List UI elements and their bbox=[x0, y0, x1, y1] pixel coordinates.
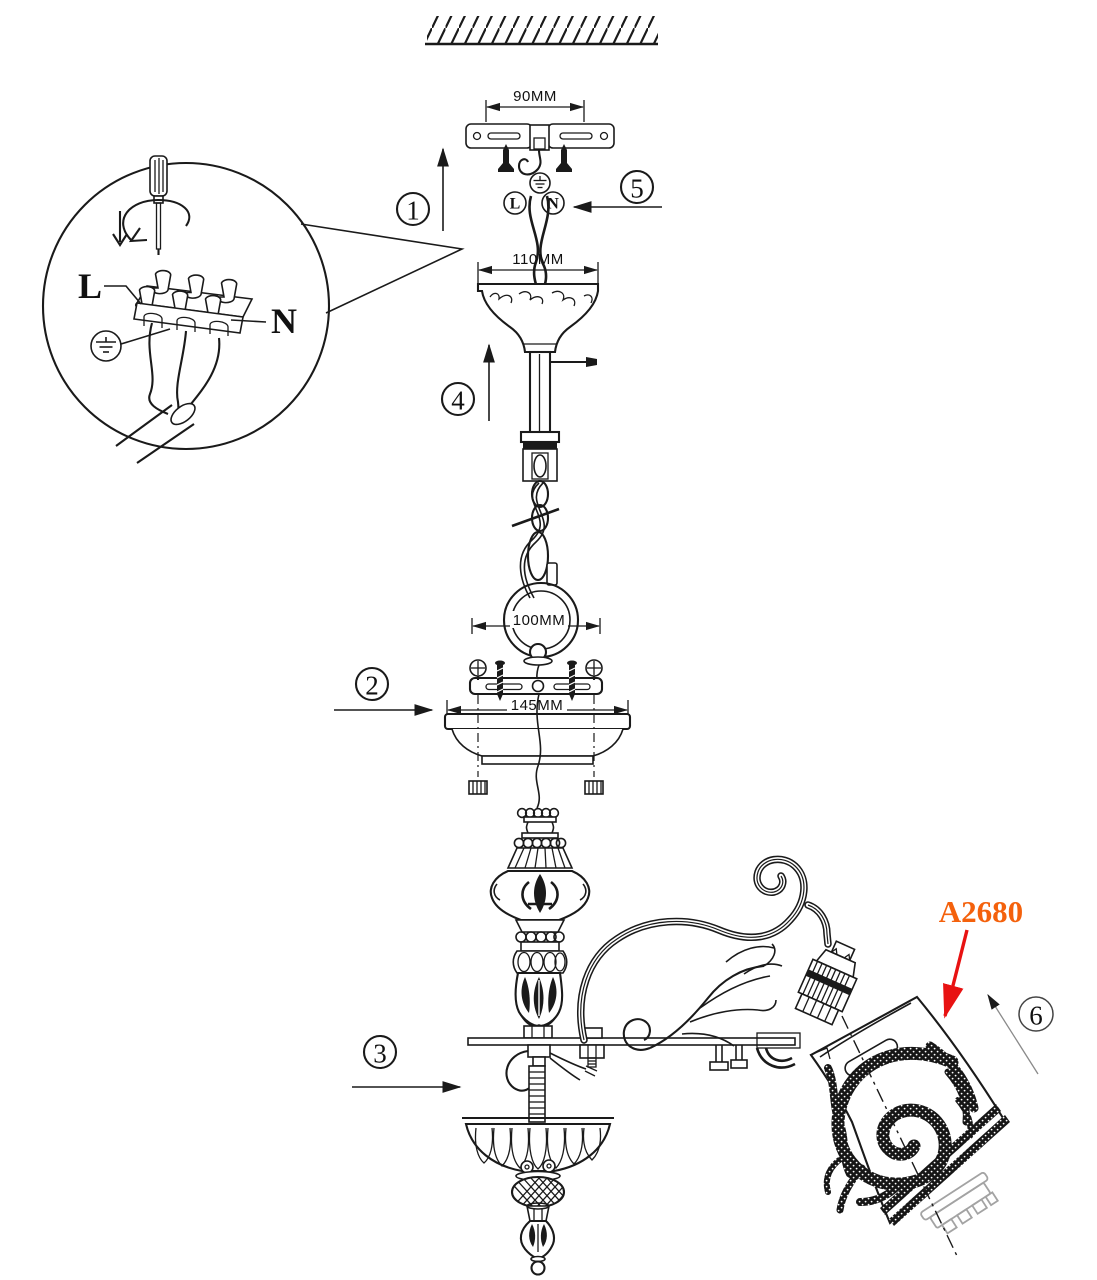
thumb-screw-right bbox=[585, 659, 603, 680]
push-down-arrow-icon bbox=[112, 211, 128, 247]
oval-band bbox=[512, 950, 568, 974]
long-screw-left bbox=[495, 660, 505, 701]
finial-drop bbox=[519, 1202, 556, 1276]
inset-live-label: L bbox=[78, 266, 102, 306]
arm-plate bbox=[467, 1027, 801, 1071]
step-5-marker: 5 bbox=[572, 169, 662, 213]
crystal-ball bbox=[510, 1170, 566, 1209]
live-terminal-label: L bbox=[510, 196, 521, 213]
step-6-marker: 6 bbox=[987, 993, 1054, 1075]
step-3-marker: 3 bbox=[352, 1034, 462, 1093]
pleated-cone bbox=[506, 847, 574, 872]
part-code-callout: A2680 bbox=[939, 894, 1023, 1019]
scroll-arm bbox=[577, 855, 858, 1051]
live-leader-line bbox=[104, 285, 142, 305]
dimension-label-90mm: 90MM bbox=[513, 88, 557, 105]
wire-terminals bbox=[584, 1065, 598, 1077]
lampshade bbox=[809, 995, 1010, 1226]
inset-wires bbox=[115, 322, 221, 464]
step-3-number: 3 bbox=[373, 1038, 387, 1068]
bead-ring bbox=[515, 931, 565, 943]
dimension-label-110mm: 110MM bbox=[512, 251, 563, 268]
long-screw-right bbox=[567, 660, 577, 701]
ceiling-canopy bbox=[476, 282, 600, 354]
step-2-number: 2 bbox=[365, 670, 379, 700]
earth-ground-icon bbox=[90, 328, 171, 362]
rotate-arrow-icon bbox=[122, 198, 191, 243]
ceiling-cup bbox=[443, 693, 632, 809]
step-2-marker: 2 bbox=[334, 666, 434, 716]
damask-pattern bbox=[823, 1041, 979, 1214]
lamp-socket bbox=[794, 940, 858, 1026]
step-1-marker: 1 bbox=[395, 147, 449, 231]
step-6-arrow bbox=[987, 993, 1039, 1075]
terminal-block bbox=[133, 269, 254, 336]
wiring-detail-inset: L N bbox=[41, 155, 465, 464]
hanging-hook bbox=[517, 149, 542, 176]
canopy-ornament bbox=[489, 290, 593, 307]
thumb-screw-left bbox=[469, 659, 487, 680]
ceiling-hatch bbox=[425, 16, 658, 46]
dimension-canopy-width: 110MM bbox=[477, 251, 599, 284]
dimension-ring-width: 100MM bbox=[471, 611, 601, 634]
step-4-marker: 4 bbox=[440, 343, 495, 421]
glass-bowl bbox=[462, 1116, 614, 1174]
mounting-screw-right bbox=[556, 144, 572, 172]
step-4-number: 4 bbox=[451, 385, 465, 415]
vase-body bbox=[489, 869, 591, 922]
dimension-bracket-width: 90MM bbox=[485, 88, 585, 122]
arm-bolt bbox=[579, 1027, 605, 1068]
stem-tube bbox=[528, 350, 597, 436]
socket-wire bbox=[755, 1047, 796, 1069]
mounting-bracket bbox=[465, 123, 615, 176]
earth-ground-icon bbox=[529, 172, 551, 194]
knurled-nut-right bbox=[584, 780, 604, 795]
cup-fixing-hardware bbox=[468, 695, 604, 795]
center-fitting bbox=[505, 1044, 598, 1123]
step-6-number: 6 bbox=[1029, 1000, 1043, 1030]
part-code-arrow bbox=[943, 929, 969, 1019]
inset-neutral-label: N bbox=[271, 301, 297, 341]
step-5-number: 5 bbox=[630, 173, 644, 203]
hanger-rods bbox=[709, 1045, 748, 1071]
socket-axis-line bbox=[841, 1015, 959, 1259]
bead-ring bbox=[516, 807, 560, 819]
dimension-label-100mm: 100MM bbox=[513, 612, 566, 629]
acanthus-bell bbox=[514, 971, 564, 1028]
neutral-leader-line bbox=[230, 319, 267, 323]
decorative-column bbox=[489, 807, 591, 1039]
safety-wire bbox=[519, 482, 542, 599]
threaded-rod bbox=[528, 1065, 546, 1123]
inset-pointer bbox=[300, 223, 465, 314]
knurled-nut-left bbox=[468, 780, 488, 795]
acanthus-leaf bbox=[622, 943, 783, 1051]
part-code-label: A2680 bbox=[939, 894, 1023, 929]
neutral-terminal-label: N bbox=[547, 196, 559, 213]
bead-ring bbox=[513, 837, 567, 849]
chain-assembly bbox=[502, 430, 580, 690]
step-1-number: 1 bbox=[406, 195, 420, 225]
mounting-bar bbox=[468, 659, 604, 701]
lamp-wire bbox=[535, 693, 542, 809]
mounting-screw-left bbox=[498, 144, 514, 172]
